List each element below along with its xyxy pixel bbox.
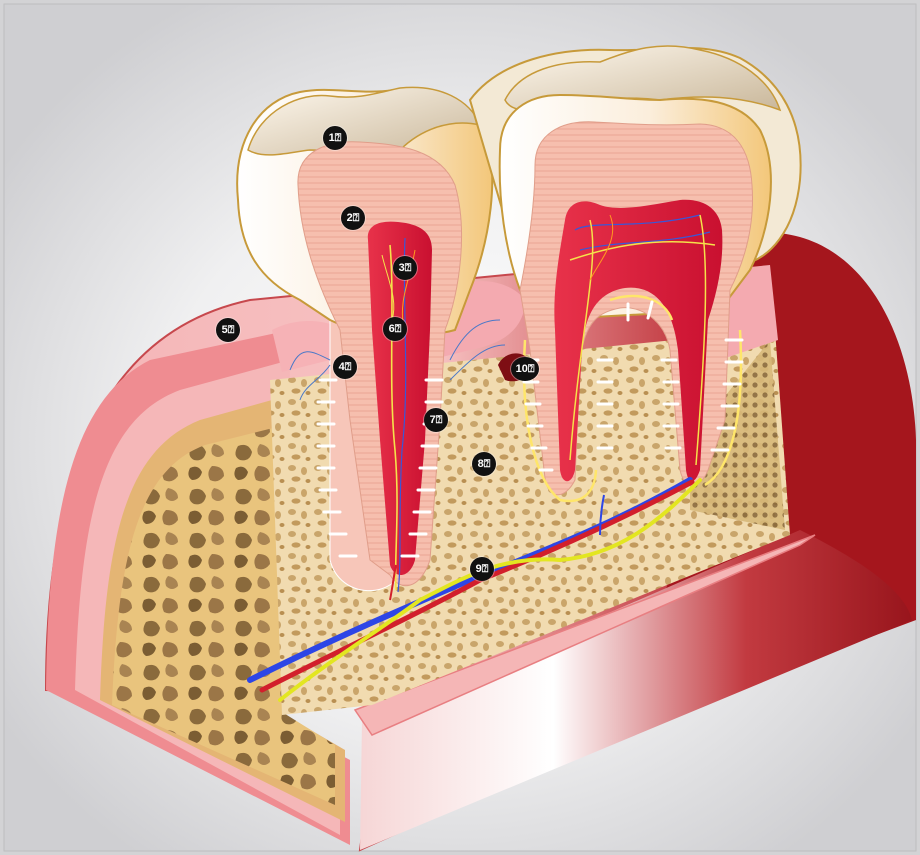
marker-4-cementum[interactable]: 4⍰	[333, 355, 357, 379]
marker-5-gingiva[interactable]: 5⍰	[216, 318, 240, 342]
marker-6-root-canal[interactable]: 6⍰	[383, 317, 407, 341]
marker-9-vessels[interactable]: 9⍰	[470, 557, 494, 581]
marker-10-sulcus[interactable]: 10⍰	[511, 357, 539, 381]
marker-1-enamel[interactable]: 1⍰	[323, 126, 347, 150]
marker-8-alveolar-bone[interactable]: 8⍰	[472, 452, 496, 476]
marker-2-dentin[interactable]: 2⍰	[341, 206, 365, 230]
marker-3-pulp[interactable]: 3⍰	[393, 256, 417, 280]
marker-7-ligament[interactable]: 7⍰	[424, 408, 448, 432]
